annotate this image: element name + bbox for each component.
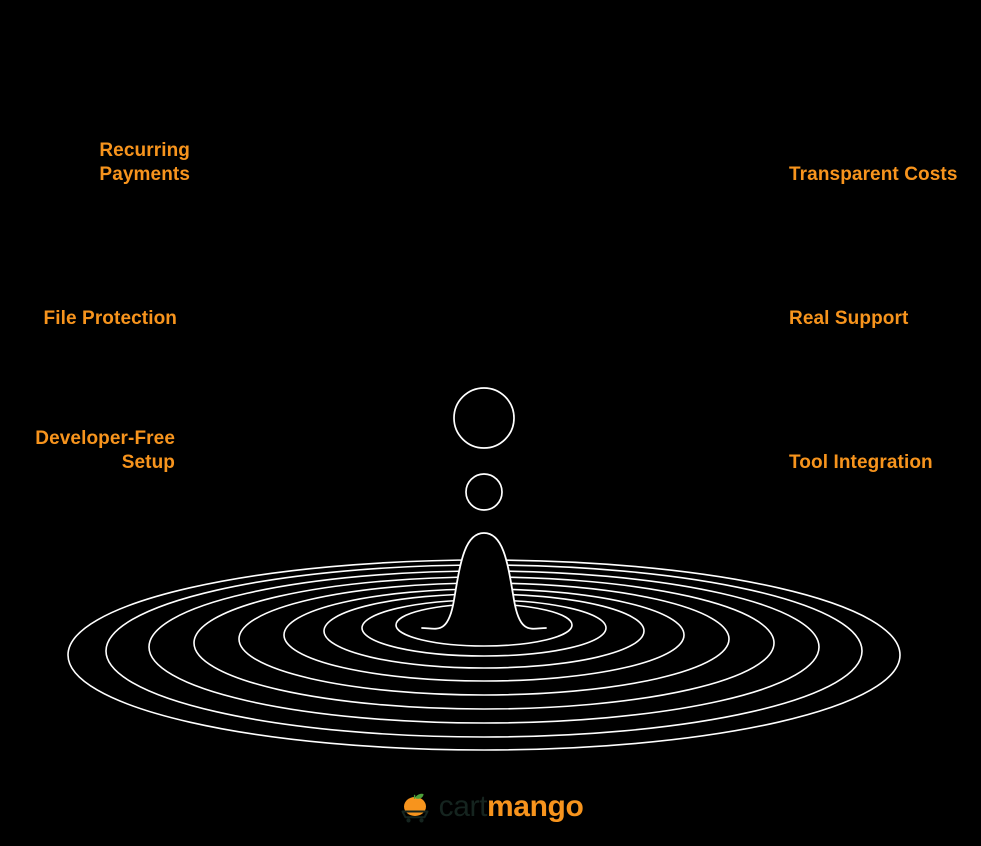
mango-in-cart-icon [401, 793, 429, 823]
mango-body [403, 797, 426, 816]
cart-wheel-right [419, 818, 424, 823]
brand-logo: cartmango [0, 790, 981, 824]
mango-leaf [414, 793, 424, 799]
upper-droplet [453, 387, 515, 449]
feature-label-tool-integration: Tool Integration [789, 452, 933, 473]
logo-word-mango: mango [487, 790, 584, 823]
logo-wordmark: cartmango [439, 792, 584, 822]
ripple-ring [361, 599, 607, 657]
ripple-ring [193, 576, 775, 710]
feature-label-transparent-costs: Transparent Costs [789, 164, 958, 185]
cart-basket [401, 810, 429, 819]
splash-spire [421, 532, 547, 630]
ripple-ring [283, 588, 685, 682]
ripple-ring [67, 559, 901, 751]
feature-label-recurring-payments: Recurring Payments [99, 140, 190, 185]
ripple-ring [105, 564, 863, 738]
cart-wheel-left [406, 818, 411, 823]
ripple-ring [148, 570, 820, 724]
ripple-ring [238, 582, 730, 696]
ripple-ring [395, 603, 573, 647]
lower-droplet [465, 473, 503, 511]
ripple-rings [67, 559, 901, 751]
feature-label-file-protection: File Protection [43, 308, 177, 329]
feature-label-developer-free-setup: Developer-Free Setup [35, 428, 175, 473]
logo-word-cart: cart [438, 790, 488, 823]
ripple-ring [323, 593, 645, 669]
feature-label-real-support: Real Support [789, 308, 909, 329]
